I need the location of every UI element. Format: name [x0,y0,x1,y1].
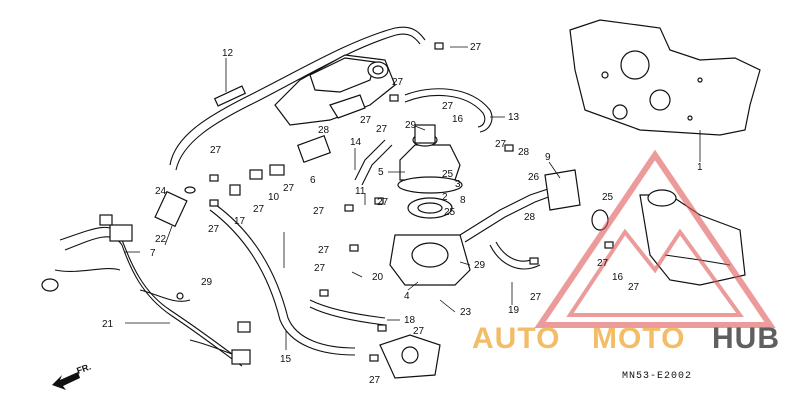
label-27: 27 [377,197,389,208]
label-22: 22 [155,234,167,245]
label-26: 26 [528,172,540,183]
label-28: 28 [318,125,330,136]
label-4: 4 [404,291,410,302]
label-17: 17 [234,216,246,227]
label-28: 28 [524,212,536,223]
label-7: 7 [150,248,156,259]
label-23: 23 [460,307,472,318]
label-27: 27 [318,245,330,256]
label-25: 25 [602,192,614,203]
label-11: 11 [355,186,366,197]
label-27: 27 [313,206,325,217]
label-8: 8 [460,195,466,206]
label-27: 27 [392,77,404,88]
label-27: 27 [495,139,507,150]
hose-15 [209,204,356,356]
label-2: 2 [442,192,448,203]
front-arrow: FR. [52,362,92,390]
label-27: 27 [360,115,372,126]
label-27: 27 [314,263,326,274]
label-6: 6 [310,175,316,186]
wire-harness-21 [41,214,251,367]
hose-19 [489,241,541,270]
water-pipe [459,169,609,243]
label-29: 29 [405,120,417,131]
label-20: 20 [372,272,384,283]
label-27: 27 [210,145,222,156]
watermark-moto: MOTO [592,322,685,355]
label-27: 27 [442,101,454,112]
label-24: 24 [155,186,167,197]
label-16: 16 [612,272,624,283]
sensor-6 [229,134,332,196]
label-27: 27 [283,183,295,194]
watermark-hub: HUB [712,322,780,355]
label-28: 28 [518,147,530,158]
label-27: 27 [628,282,640,293]
label-27: 27 [413,326,425,337]
pump-cover [379,334,441,379]
clamp-set [209,42,614,362]
label-25: 25 [442,169,454,180]
manifold [639,189,746,286]
label-13: 13 [508,112,520,123]
label-14: 14 [350,137,362,148]
label-3: 3 [455,179,461,190]
watermark-auto: AUTO [472,322,560,355]
label-9: 9 [545,152,551,163]
label-15: 15 [280,354,292,365]
hose-12 [169,26,426,171]
watermark-text: AUTO MOTO HUB [472,322,780,355]
plate-1 [569,19,761,136]
part-labels: 12 27 27 27 16 13 29 28 14 5 25 3 27 28 … [102,42,703,386]
label-27: 27 [530,292,542,303]
hose-18 [309,299,386,326]
label-29: 29 [474,260,486,271]
label-18: 18 [404,315,416,326]
hose-14 [354,139,393,186]
label-1: 1 [697,162,703,173]
label-5: 5 [378,167,384,178]
hose-13 [404,88,493,133]
sensor-22 [154,186,196,228]
label-27: 27 [208,224,220,235]
watermark-logo [534,149,776,328]
diagram-code: MN53-E2002 [622,371,692,382]
label-25: 25 [444,207,456,218]
label-27: 27 [597,258,609,269]
label-27: 27 [253,204,265,215]
label-19: 19 [508,305,520,316]
intake-chamber [274,54,396,126]
label-27: 27 [376,124,388,135]
label-16: 16 [452,114,464,125]
front-label: FR. [75,362,92,376]
label-27: 27 [369,375,381,386]
label-12: 12 [222,48,234,59]
label-21: 21 [102,319,114,330]
leader-lines [124,46,701,350]
label-27: 27 [470,42,482,53]
label-29: 29 [201,277,213,288]
thermostat-housing [389,124,471,286]
label-10: 10 [268,192,280,203]
